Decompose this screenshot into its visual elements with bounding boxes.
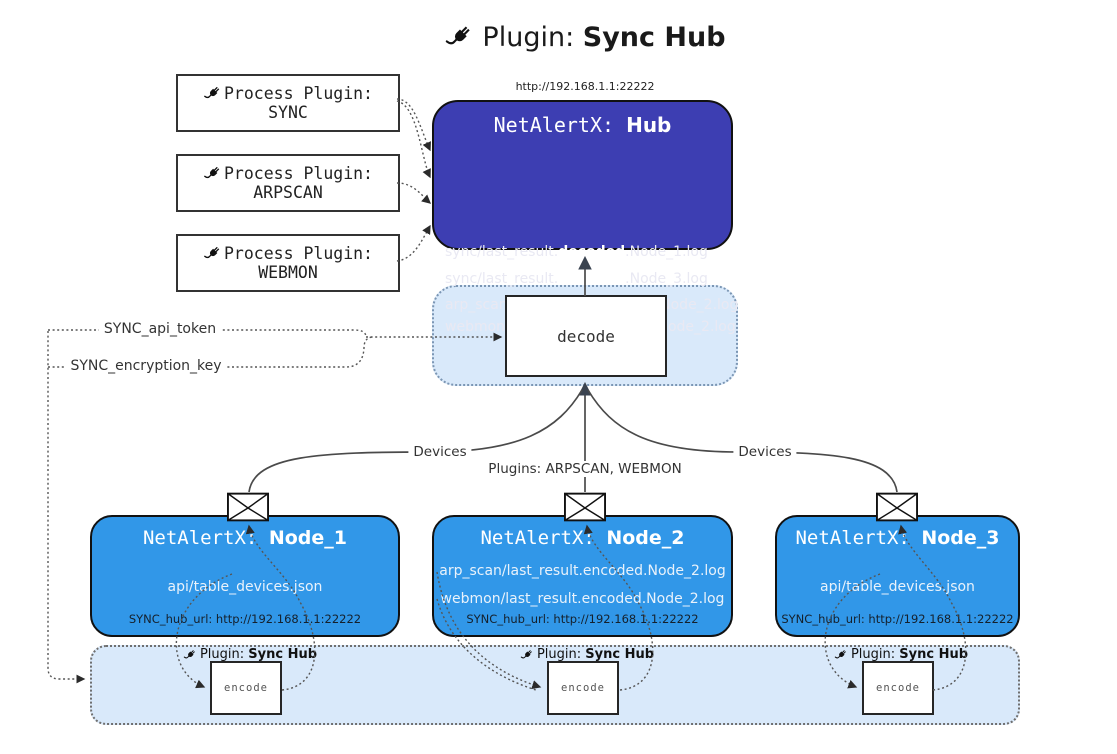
node-file: api/table_devices.json <box>167 579 323 595</box>
process-plugin-label: Process Plugin: <box>223 244 373 263</box>
hub-log-line: sync/last_result.decoded.Node_3.log <box>445 271 708 287</box>
decode-box: decode <box>505 295 667 377</box>
node-title: NetAlertX: Node_3 <box>795 527 1000 549</box>
band-plugin-label: Plugin: Sync Hub <box>183 647 317 662</box>
title-text: Plugin: Sync Hub <box>482 22 725 53</box>
plug-icon <box>183 649 195 658</box>
hub-url: http://192.168.1.1:22222 <box>515 80 655 93</box>
node-3-box: NetAlertX: Node_3 api/table_devices.json… <box>775 515 1020 637</box>
plug-icon <box>204 86 220 99</box>
node-file: api/table_devices.json <box>820 579 975 595</box>
hub-log-line: sync/last_result.decoded.Node_1.log <box>445 244 708 260</box>
devices-label-right: Devices <box>733 444 797 460</box>
node-hub-url: SYNC_hub_url: http://192.168.1.1:22222 <box>128 612 362 626</box>
plug-icon <box>834 649 846 658</box>
envelope-icon <box>564 492 606 522</box>
node-file: webmon/last_result.encoded.Node_2.log <box>440 591 725 607</box>
band-plugin-label: Plugin: Sync Hub <box>520 647 654 662</box>
node-title: NetAlertX: Node_1 <box>142 527 347 549</box>
node-file: arp_scan/last_result.encoded.Node_2.log <box>439 563 726 579</box>
envelope-icon <box>227 492 269 522</box>
encode-box: encode <box>547 661 619 715</box>
edge-arpscan-to-hub-line3 <box>396 182 432 204</box>
api-token-label: SYNC_api_token <box>98 321 222 337</box>
plug-icon <box>446 26 471 45</box>
encode-box: encode <box>862 661 934 715</box>
plug-icon <box>520 649 532 658</box>
plugins-label-center: Plugins: ARPSCAN, WEBMON <box>483 461 687 477</box>
encryption-key-label: SYNC_encryption_key <box>65 358 227 374</box>
edge-config-to-encode-band <box>47 331 86 684</box>
process-plugin-arpscan: Process Plugin: ARPSCAN <box>176 154 400 212</box>
plug-icon <box>204 246 220 259</box>
process-plugin-name: SYNC <box>268 103 308 122</box>
node-2-box: NetAlertX: Node_2 arp_scan/last_result.e… <box>432 515 733 637</box>
title-bold: Sync Hub <box>582 21 726 53</box>
hub-box: NetAlertX: Hub sync/last_result.decoded.… <box>432 100 738 335</box>
plug-icon <box>204 166 220 179</box>
process-plugin-label: Process Plugin: <box>223 84 373 103</box>
title-pre: Plugin: <box>482 21 583 53</box>
node-hub-url: SYNC_hub_url: http://192.168.1.1:22222 <box>466 612 699 626</box>
hub-title: NetAlertX: Hub <box>434 113 731 137</box>
process-plugin-name: ARPSCAN <box>253 183 323 202</box>
encode-box: encode <box>210 661 282 715</box>
process-plugin-name: WEBMON <box>258 263 318 282</box>
process-plugin-label: Process Plugin: <box>223 164 373 183</box>
edge-sync-to-hub-line1 <box>396 98 431 152</box>
process-plugin-sync: Process Plugin: SYNC <box>176 74 400 132</box>
diagram-title: Plugin: Sync Hub <box>385 16 785 58</box>
edge-sync-to-hub-line2 <box>396 100 431 179</box>
node-title: NetAlertX: Node_2 <box>480 527 685 549</box>
hub-title-pre: NetAlertX: <box>493 113 627 137</box>
envelope-icon <box>876 492 918 522</box>
process-plugin-webmon: Process Plugin: WEBMON <box>176 234 400 292</box>
edge-webmon-to-hub-line4 <box>396 224 431 262</box>
band-plugin-label: Plugin: Sync Hub <box>834 647 968 662</box>
node-hub-url: SYNC_hub_url: http://192.168.1.1:22222 <box>781 612 1014 626</box>
node-1-box: NetAlertX: Node_1 api/table_devices.json… <box>90 515 400 637</box>
devices-label-left: Devices <box>408 444 472 460</box>
hub-title-bold: Hub <box>626 113 672 137</box>
